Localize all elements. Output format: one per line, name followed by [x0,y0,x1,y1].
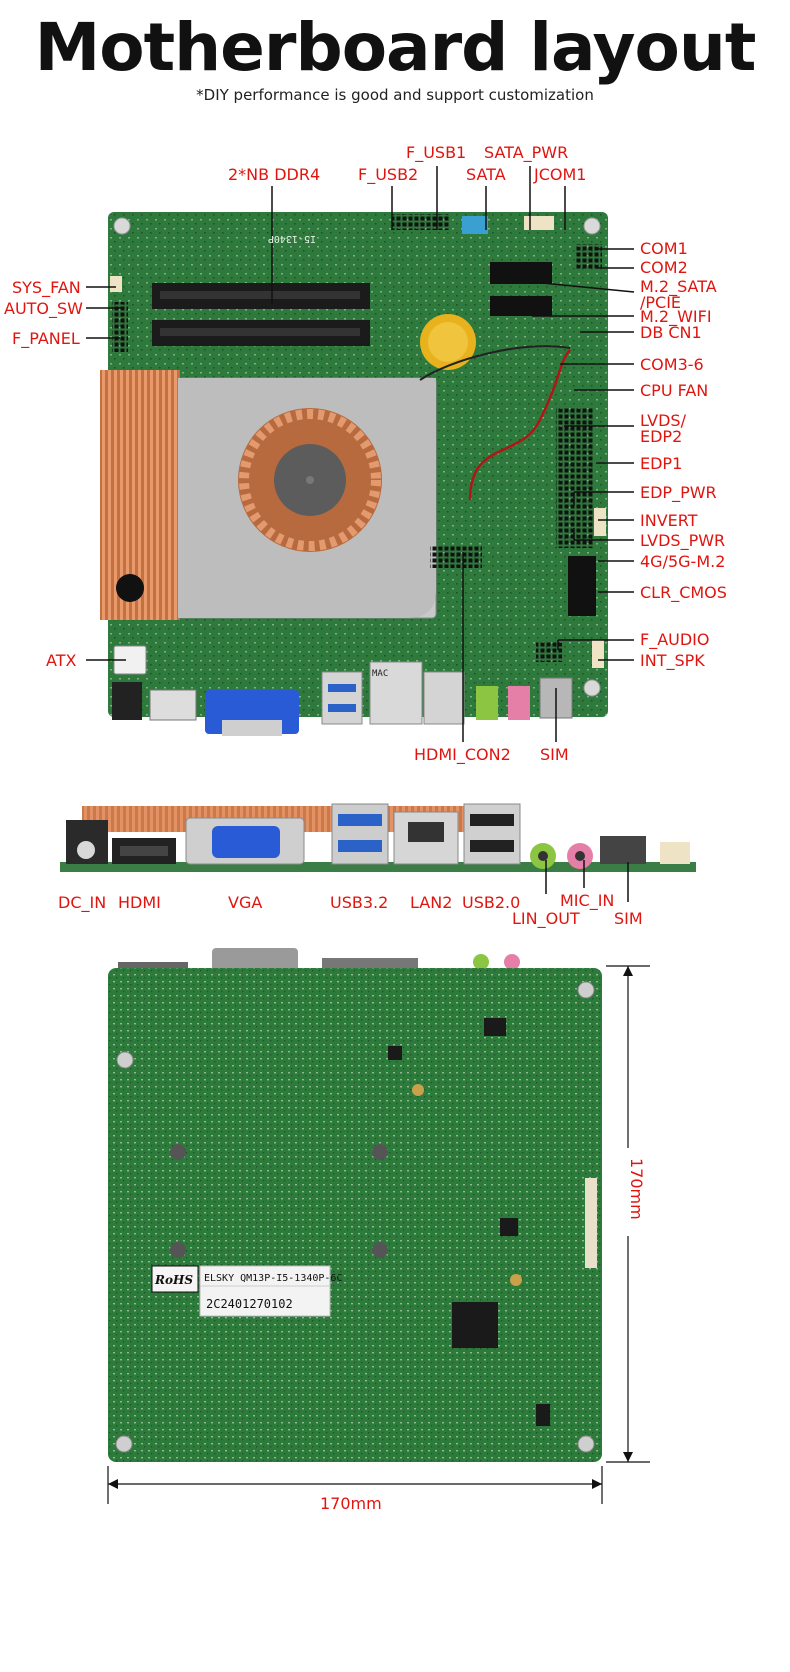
label-f-audio: F_AUDIO [640,630,710,649]
label-usb32: USB3.2 [330,893,389,912]
label-com3-6: COM3-6 [640,355,704,374]
label-lvds: LVDS/ [640,411,686,430]
label-com2: COM2 [640,258,688,277]
sticker-line-1: ELSKY QM13P-I5-1340P-6C [204,1273,342,1284]
sticker-line-2: 2C2401270102 [206,1297,293,1311]
top-view-leader-lines [86,166,635,742]
label-usb20: USB2.0 [462,893,521,912]
label-ddr4: 2*NB DDR4 [228,165,321,184]
label-lin-out: LIN_OUT [512,909,580,928]
label-f-panel: F_PANEL [12,329,80,348]
label-sata-pwr: SATA_PWR [484,143,569,162]
side-view-leader-lines [545,860,629,902]
label-lvds-pwr: LVDS_PWR [640,531,726,550]
label-pcie: /PCIE [640,293,682,312]
dimension-width: 170mm [320,1494,382,1513]
label-edp2: EDP2 [640,427,683,446]
label-invert: INVERT [640,511,698,530]
label-edp1: EDP1 [640,454,683,473]
label-hdmi-con2: HDMI_CON2 [414,745,511,764]
label-edp-pwr: EDP_PWR [640,483,717,502]
label-f-usb2: F_USB2 [358,165,419,184]
label-lan2: LAN2 [410,893,453,912]
board-model-text: I5-1340P [268,233,316,244]
page-title: Motherboard layout [34,9,757,86]
label-sim-side: SIM [614,909,643,928]
label-db-cn1: DB CN1 [640,323,702,342]
dimension-lines [107,965,650,1504]
label-sim-top: SIM [540,745,569,764]
label-atx: ATX [46,651,77,670]
bottom-view-board [108,948,602,1462]
label-jcom1: JCOM1 [534,165,587,184]
label-f-usb1: F_USB1 [406,143,467,162]
label-int-spk: INT_SPK [640,651,705,670]
label-sata: SATA [466,165,506,184]
label-dc-in: DC_IN [58,893,107,912]
top-view-board [100,212,608,736]
label-auto-sw: AUTO_SW [4,299,83,318]
label-cpu-fan: CPU FAN [640,381,709,400]
dimension-arrows [108,966,633,1489]
label-sys-fan: SYS_FAN [12,278,81,297]
label-4g5g-m2: 4G/5G-M.2 [640,552,726,571]
label-hdmi: HDMI [118,893,161,912]
label-com1: COM1 [640,239,688,258]
dimension-height: 170mm [627,1158,646,1220]
label-vga: VGA [228,893,263,912]
label-clr-cmos: CLR_CMOS [640,583,727,602]
label-mic-in: MIC_IN [560,891,615,910]
side-view-board [60,803,696,872]
mac-sticker-text: MAC [372,669,388,679]
label-m2-sata: M.2_SATA [640,277,717,296]
label-m2-wifi: M.2_WIFI [640,307,712,326]
page-subtitle: *DIY performance is good and support cus… [196,86,594,104]
rohs-label: RoHS [154,1273,193,1287]
